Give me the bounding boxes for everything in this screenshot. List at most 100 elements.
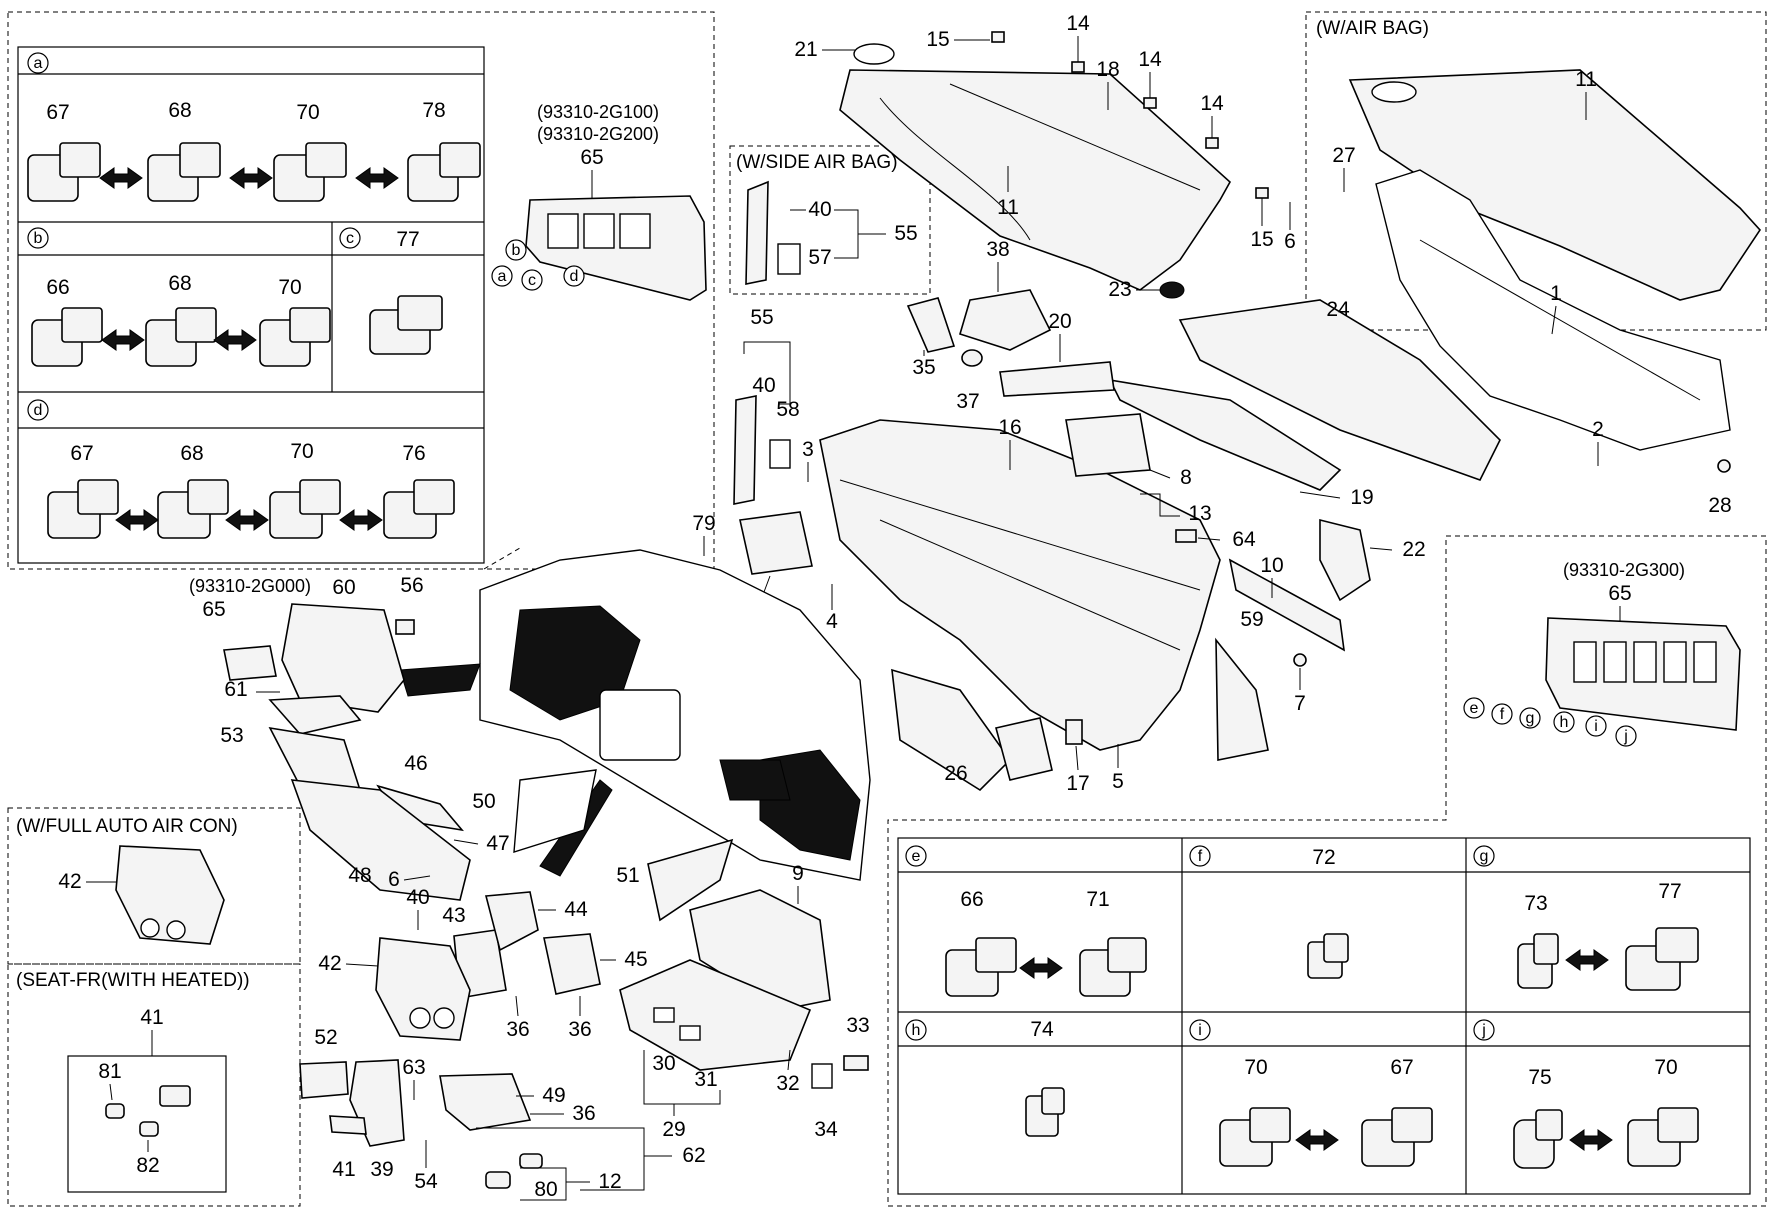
- part-label-44: 44: [564, 898, 588, 921]
- part-label-23: 23: [1108, 278, 1131, 301]
- part-code-2g300: (93310-2G300): [1563, 560, 1685, 580]
- box-h-letter: h: [912, 1022, 921, 1039]
- switch-illustration: [27, 142, 481, 202]
- crash-pad-upper: [839, 69, 1232, 291]
- part-label-66: 66: [46, 276, 69, 299]
- part-label-74: 74: [1030, 1018, 1054, 1041]
- part-code-2g200: (93310-2G200): [537, 124, 659, 144]
- part-label-22: 22: [1402, 538, 1425, 561]
- part-label-56: 56: [400, 574, 423, 597]
- bracket-10: [1228, 558, 1346, 652]
- part-label-53: 53: [220, 724, 243, 747]
- part-label-4: 4: [826, 610, 838, 633]
- part-label-40: 40: [808, 198, 831, 221]
- note-seat-heated: (SEAT-FR(WITH HEATED)): [16, 970, 250, 991]
- callout-b: b: [512, 242, 521, 259]
- part-label-72: 72: [1312, 846, 1335, 869]
- switch-group-left-border: [7, 11, 715, 570]
- part-label-26: 26: [944, 762, 967, 785]
- part-label-55: 55: [894, 222, 917, 245]
- switch-illustration: [1041, 1087, 1065, 1115]
- part-label-65: 65: [1608, 582, 1631, 605]
- part-label-47: 47: [486, 832, 509, 855]
- switch-illustration: [1391, 1107, 1433, 1143]
- part-label-40: 40: [752, 374, 775, 397]
- interchange-arrow-icon: [101, 329, 257, 351]
- part-label-13: 13: [1188, 502, 1211, 525]
- part-label-58: 58: [776, 398, 799, 421]
- box-i-letter: i: [1198, 1022, 1202, 1039]
- part-label-82: 82: [136, 1154, 159, 1177]
- part-code-2g000: (93310-2G000): [189, 576, 311, 596]
- interchange-arrow-icon: [99, 167, 399, 189]
- box-f-letter: f: [1198, 848, 1203, 865]
- duct-19: [1108, 378, 1342, 491]
- switch-group-left: a 67 68 70 78 b: [7, 11, 715, 570]
- part-label-40: 40: [406, 886, 429, 909]
- callout-f: f: [1500, 706, 1505, 723]
- part-label-28: 28: [1708, 494, 1731, 517]
- part-label-16: 16: [998, 416, 1021, 439]
- callout-c: c: [528, 272, 536, 289]
- part-label-41: 41: [140, 1006, 163, 1029]
- side-airbag-border: [729, 145, 931, 295]
- part-label-70: 70: [296, 101, 319, 124]
- switch-illustration: [1533, 933, 1559, 965]
- part-label-8: 8: [1180, 466, 1192, 489]
- part-label-67: 67: [70, 442, 93, 465]
- lower-parts: 26 17 5 59 7 40 43 44 51 9 42 45: [299, 608, 1307, 1201]
- part-label-52: 52: [314, 1026, 337, 1049]
- part-label-39: 39: [370, 1158, 393, 1181]
- cluster-facia-group: (93310-2G000) 60 56 65 61 53 46 50 47 48…: [189, 574, 597, 901]
- part-label-70: 70: [1244, 1056, 1267, 1079]
- part-label-59: 59: [1240, 608, 1263, 631]
- part-label-29: 29: [662, 1118, 685, 1141]
- part-label-73: 73: [1524, 892, 1547, 915]
- switch-group-right-border: [887, 535, 1767, 1207]
- part-label-31: 31: [694, 1068, 717, 1091]
- box-j-letter: j: [1481, 1022, 1486, 1039]
- part-label-60: 60: [332, 576, 355, 599]
- part-label-10: 10: [1260, 554, 1283, 577]
- part-label-49: 49: [542, 1084, 565, 1107]
- part-label-75: 75: [1528, 1066, 1551, 1089]
- part-label-57: 57: [808, 246, 831, 269]
- part-label-54: 54: [414, 1170, 438, 1193]
- part-label-14: 14: [1138, 48, 1162, 71]
- box-b: b 66 68 70: [27, 227, 331, 367]
- switch-illustration: [47, 479, 455, 539]
- note-full-auto: (W/FULL AUTO AIR CON): [16, 816, 238, 837]
- box-c: c 77: [339, 227, 443, 355]
- part-label-65: 65: [580, 146, 603, 169]
- callout-i: i: [1594, 718, 1598, 735]
- switch-illustration: [397, 295, 443, 331]
- part-label-6: 6: [1284, 230, 1296, 253]
- part-label-7: 7: [1294, 692, 1306, 715]
- callout-a: a: [498, 268, 507, 285]
- switch-table-right: e 66 71 f 72 g 73 77 h 74 i 70 67: [897, 837, 1751, 1195]
- part-label-6: 6: [388, 868, 400, 891]
- part-label-55: 55: [750, 306, 773, 329]
- part-label-36: 36: [572, 1102, 595, 1125]
- part-label-63: 63: [402, 1056, 425, 1079]
- part-label-32: 32: [776, 1072, 799, 1095]
- switch-illustration: [975, 937, 1017, 973]
- part-label-36: 36: [568, 1018, 591, 1041]
- seat-heated-border: [7, 963, 301, 1207]
- upper-dash-area: 21 15 14 18 14 14 11 15 6 (W/AIR BAG) 11…: [794, 11, 1767, 517]
- part-label-70: 70: [1654, 1056, 1677, 1079]
- part-label-45: 45: [624, 948, 647, 971]
- part-label-20: 20: [1048, 310, 1071, 333]
- box-g-letter: g: [1480, 848, 1489, 865]
- part-label-43: 43: [442, 904, 465, 927]
- switch-illustration: [31, 307, 331, 367]
- interchange-arrow-icon: [1565, 949, 1609, 971]
- part-label-36: 36: [506, 1018, 529, 1041]
- seat-heated-box: [67, 1055, 227, 1193]
- part-label-50: 50: [472, 790, 495, 813]
- part-label-38: 38: [986, 238, 1009, 261]
- main-crash-pad: 55 40 58 3 16 8 13 79 25 64 22 4 10: [692, 306, 1426, 751]
- part-label-9: 9: [792, 862, 804, 885]
- part-label-14: 14: [1066, 12, 1090, 35]
